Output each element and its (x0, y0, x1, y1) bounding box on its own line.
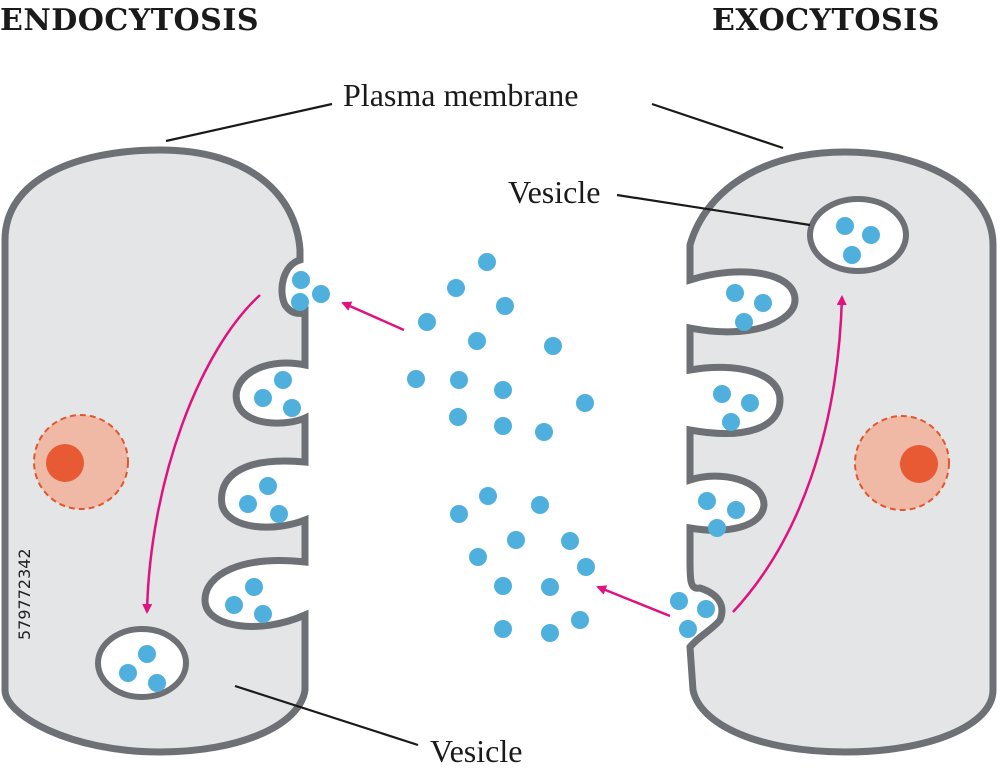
inward-arrow (341, 301, 405, 332)
particle (496, 297, 514, 315)
particle (698, 492, 716, 510)
particle (494, 620, 512, 638)
particle (259, 477, 277, 495)
particle (727, 501, 745, 519)
particle (697, 600, 715, 618)
particle (577, 558, 595, 576)
particle (541, 624, 559, 642)
particle (478, 253, 496, 271)
particle (239, 495, 257, 513)
particle (862, 226, 880, 244)
left-internal-vesicle (95, 626, 189, 700)
plasma-membrane-leader-left (165, 102, 333, 143)
outward-arrow (596, 585, 671, 618)
particle (450, 505, 468, 523)
particle (576, 394, 594, 412)
particle (708, 519, 726, 537)
particle (468, 332, 486, 350)
particle (754, 294, 772, 312)
particle (713, 385, 731, 403)
vesicle-leader-top (616, 193, 811, 227)
vesicle-leader-bottom (234, 684, 419, 747)
particle (418, 313, 436, 331)
exocytosis-path-arrow (732, 295, 847, 613)
endocytosis-path-arrow (142, 294, 261, 614)
extracellular-particles (407, 253, 595, 642)
particle (469, 548, 487, 566)
particle (138, 645, 156, 663)
particle (544, 337, 562, 355)
particle (843, 246, 861, 264)
right-internal-vesicle (807, 196, 909, 274)
particle (571, 611, 589, 629)
particle (535, 423, 553, 441)
particle (561, 532, 579, 550)
particle (449, 408, 467, 426)
particle (670, 592, 688, 610)
particle (225, 596, 243, 614)
left-nucleus (46, 444, 84, 482)
particle (735, 313, 753, 331)
particle (741, 394, 759, 412)
particle (312, 285, 330, 303)
particle (148, 674, 166, 692)
particle (254, 605, 272, 623)
particle (450, 371, 468, 389)
particle (447, 279, 465, 297)
particle (119, 664, 137, 682)
particle (494, 417, 512, 435)
particle (407, 370, 425, 388)
plasma-membrane-leader-right (651, 102, 784, 150)
particle (494, 381, 512, 399)
left-cell-membrane (1, 146, 309, 756)
particle (679, 620, 697, 638)
plasma-membrane-label: Plasma membrane (343, 77, 578, 113)
particle (726, 284, 744, 302)
particle (245, 578, 263, 596)
particle (292, 271, 310, 289)
vesicle-label-top: Vesicle (508, 174, 600, 210)
particle (507, 531, 525, 549)
right-nucleus (900, 445, 938, 483)
particle (722, 413, 740, 431)
vesicle-label-bottom: Vesicle (430, 733, 522, 768)
particle (479, 487, 497, 505)
particle (494, 577, 512, 595)
endocytosis-title: ENDOCYTOSIS (0, 3, 259, 38)
exocytosis-title: EXOCYTOSIS (712, 3, 940, 38)
particle (274, 371, 292, 389)
right-cell-membrane (686, 148, 997, 756)
particle (270, 505, 288, 523)
particle (291, 293, 309, 311)
particle (836, 217, 854, 235)
particle (541, 578, 559, 596)
particle (254, 389, 272, 407)
particle (283, 399, 301, 417)
particle (531, 496, 549, 514)
stock-id-watermark: 579772342 (15, 548, 34, 640)
